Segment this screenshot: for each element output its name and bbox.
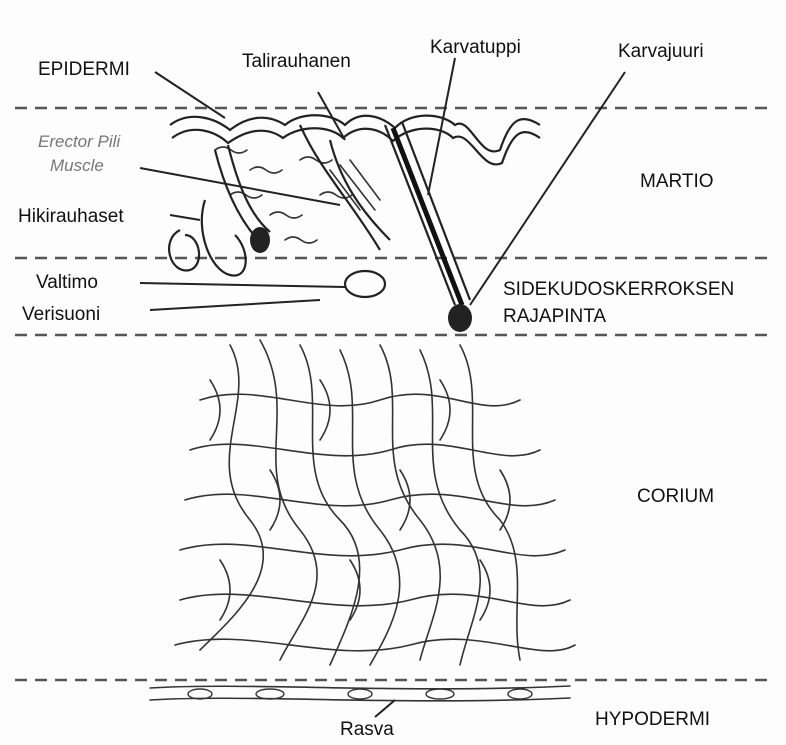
label-karvatuppi: Karvatuppi — [430, 38, 521, 57]
hair-root-bulb — [448, 304, 472, 332]
hypodermis-fat-band — [150, 686, 570, 701]
label-verisuoni: Verisuoni — [22, 305, 100, 324]
label-epidermi: EPIDERMI — [38, 60, 130, 79]
erector-leader — [140, 168, 340, 205]
corium-fiber-mesh — [175, 340, 575, 665]
epidermis-layer — [170, 115, 540, 243]
artery-vessel — [345, 271, 385, 297]
sebaceous-gland — [300, 125, 390, 250]
epidermi-leader — [155, 72, 225, 118]
label-talirauhanen: Talirauhanen — [242, 52, 351, 71]
valtimo-leader — [140, 283, 345, 287]
label-sidekudos-line2: RAJAPINTA — [503, 307, 606, 326]
hikirauhaset-leader — [170, 215, 200, 220]
label-karvajuuri: Karvajuuri — [618, 42, 704, 61]
verisuoni-leader — [150, 300, 320, 310]
label-rasva: Rasva — [340, 720, 394, 739]
label-martio: MARTIO — [640, 172, 714, 191]
karvatuppi-leader — [428, 58, 455, 195]
label-valtimo: Valtimo — [36, 273, 98, 292]
hair-follicle — [385, 122, 472, 332]
label-sidekudos-line1: SIDEKUDOSKERROKSEN — [503, 280, 734, 299]
label-corium: CORIUM — [637, 487, 714, 506]
rasva-leader — [375, 700, 395, 717]
sweat-glands — [169, 145, 270, 276]
label-erector-pili-line2: Muscle — [50, 157, 104, 174]
karvajuuri-leader — [470, 72, 625, 305]
label-hikirauhaset: Hikirauhaset — [18, 207, 124, 226]
label-hypodermi: HYPODERMI — [595, 710, 710, 729]
label-erector-pili-line1: Erector Pili — [38, 133, 120, 150]
